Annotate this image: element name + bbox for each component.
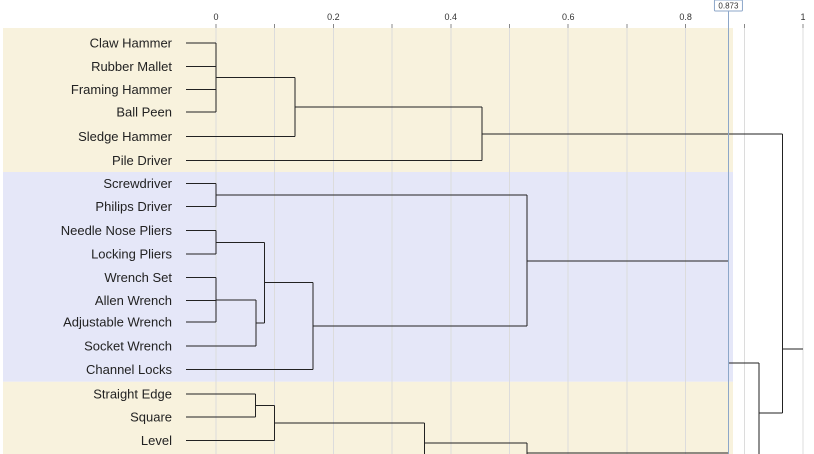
cluster-bands — [3, 28, 733, 454]
leaf-label: Square — [130, 410, 172, 425]
dendrogram-links — [186, 42, 803, 454]
tick-label: 0.6 — [562, 12, 575, 22]
tick-label: 0.2 — [327, 12, 340, 22]
cluster-band — [3, 381, 733, 454]
leaf-label: Allen Wrench — [95, 293, 172, 308]
cut-value-box — [713, 0, 743, 12]
tick-label: 0 — [213, 12, 218, 22]
cluster-band — [3, 172, 733, 382]
x-axis: 0 0.2 0.4 0.6 0.8 1 — [213, 12, 806, 28]
leaf-label: Framing Hammer — [71, 82, 173, 97]
cluster-band — [3, 28, 733, 172]
leaf-label: Adjustable Wrench — [63, 315, 172, 330]
leaf-label: Claw Hammer — [90, 36, 173, 51]
leaf-label: Channel Locks — [86, 362, 172, 377]
leaf-label: Screwdriver — [103, 176, 172, 191]
tick-label: 0.8 — [679, 12, 692, 22]
leaf-label: Socket Wrench — [84, 339, 172, 354]
leaf-label: Locking Pliers — [91, 247, 172, 262]
leaf-label: Philips Driver — [95, 199, 172, 214]
tick-label: 0.4 — [445, 12, 458, 22]
leaf-label: Pile Driver — [112, 153, 173, 168]
leaf-label: Ball Peen — [116, 105, 172, 120]
leaf-label: Level — [141, 433, 172, 448]
leaf-label: Wrench Set — [104, 270, 172, 285]
leaf-label: Rubber Mallet — [91, 59, 172, 74]
tick-label: 1 — [800, 12, 805, 22]
leaf-label: Straight Edge — [93, 387, 172, 402]
cut-value-label: 0.873 — [718, 2, 739, 11]
gridlines — [215, 28, 804, 454]
leaf-label: Sledge Hammer — [78, 129, 173, 144]
cut-line-group: 0.873 — [713, 0, 743, 454]
leaf-label: Needle Nose Pliers — [61, 223, 173, 238]
